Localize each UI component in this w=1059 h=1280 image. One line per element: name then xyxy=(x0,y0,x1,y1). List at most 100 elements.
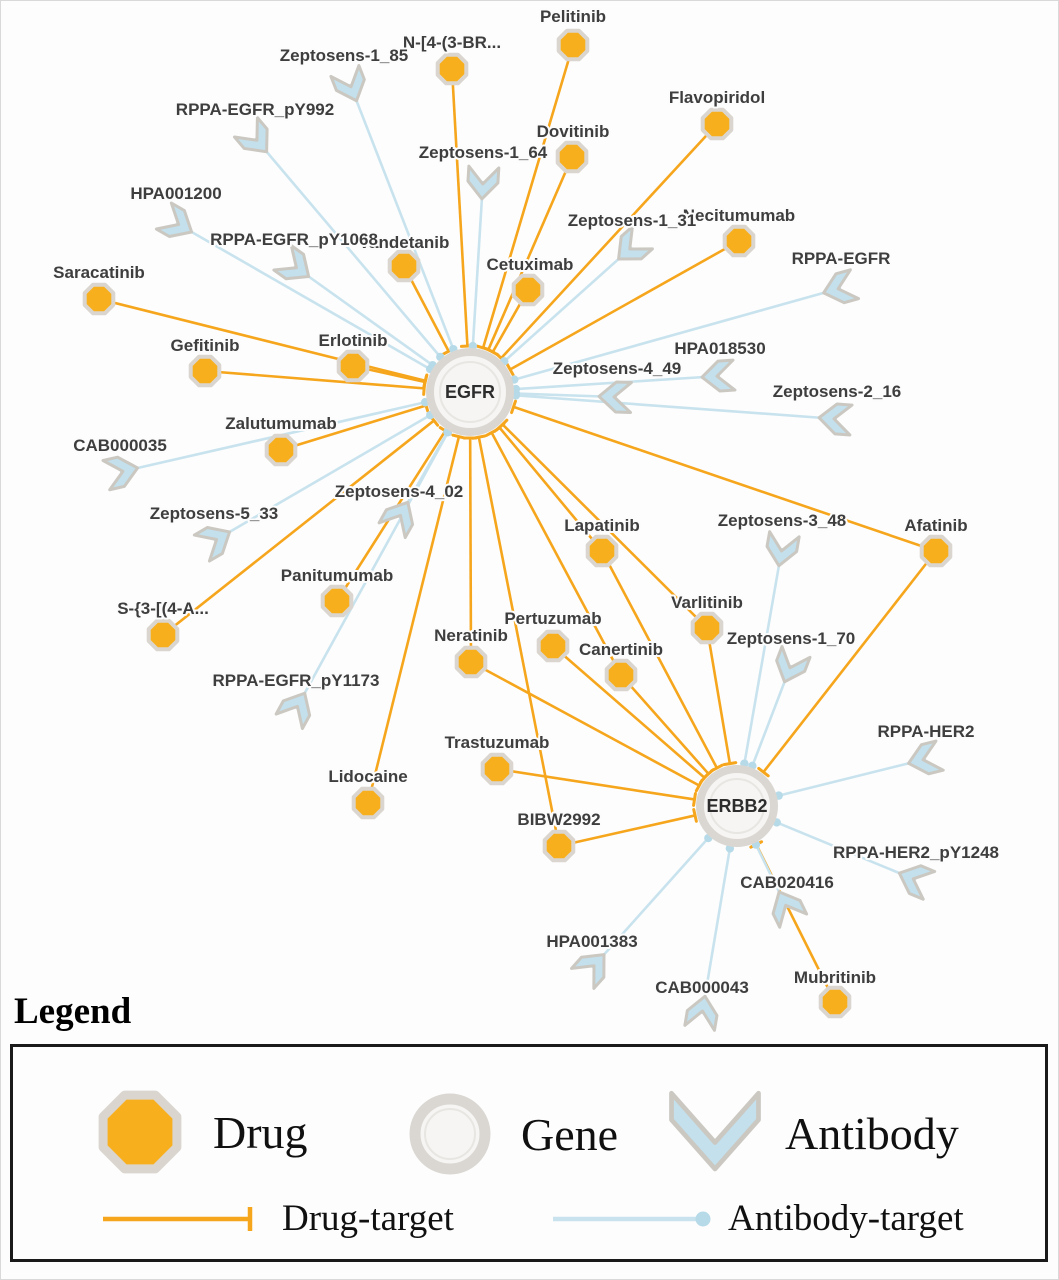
node-label: Trastuzumab xyxy=(445,733,550,752)
drug-target-edge xyxy=(620,674,710,775)
drug-target-edge xyxy=(501,423,708,629)
node-label: Lidocaine xyxy=(328,767,407,786)
antibody-node[interactable] xyxy=(820,268,861,308)
antibody-node[interactable] xyxy=(764,530,801,569)
inhibition-tee xyxy=(722,761,738,767)
drug-node[interactable] xyxy=(542,829,576,863)
node-label: Zeptosens-2_16 xyxy=(773,382,902,401)
gene-inner-ring xyxy=(439,361,501,423)
drug-node[interactable] xyxy=(264,433,298,467)
node-label: N-[4-(3-BR... xyxy=(403,33,501,52)
legend-item-drug: Drug xyxy=(93,1085,308,1179)
antibody-node[interactable] xyxy=(569,945,615,990)
legend-antibody-label: Antibody xyxy=(785,1107,959,1159)
inhibition-tee xyxy=(757,766,770,778)
drug-node[interactable] xyxy=(818,985,852,1019)
drug-node[interactable] xyxy=(146,618,180,652)
antibody-target-edge xyxy=(254,137,442,358)
antibody-chevron xyxy=(907,739,945,776)
antibody-node[interactable] xyxy=(101,453,141,492)
drug-octagon xyxy=(722,224,756,258)
drug-node[interactable] xyxy=(556,28,590,62)
antibody-node[interactable] xyxy=(274,686,318,730)
antibody-chevron xyxy=(771,890,809,929)
antibody-node[interactable] xyxy=(766,885,809,929)
drug-node[interactable] xyxy=(188,354,222,388)
drug-node[interactable] xyxy=(480,752,514,786)
antibody-target-edge xyxy=(293,264,434,367)
drug-target-edge xyxy=(487,156,574,351)
antibody-chevron xyxy=(569,953,606,990)
antibody-node[interactable] xyxy=(700,358,737,393)
drug-node[interactable] xyxy=(387,249,421,283)
node-label: Dovitinib xyxy=(537,122,610,141)
node-label: Canertinib xyxy=(579,640,663,659)
drug-octagon xyxy=(336,349,370,383)
antibody-node[interactable] xyxy=(272,244,317,289)
drug-octagon xyxy=(536,629,570,663)
antibody-node[interactable] xyxy=(329,64,371,107)
antibody-node[interactable] xyxy=(817,402,854,437)
drug-target-edge xyxy=(204,369,425,390)
drug-target-edge xyxy=(705,627,732,764)
gene-node[interactable] xyxy=(696,765,778,847)
drug-edge-icon xyxy=(103,1206,253,1231)
drug-node[interactable] xyxy=(320,584,354,618)
antibody-node[interactable] xyxy=(192,519,237,563)
gene-label: EGFR xyxy=(445,382,495,402)
node-label: Neratinib xyxy=(434,626,508,645)
drug-node[interactable] xyxy=(722,224,756,258)
drug-node[interactable] xyxy=(336,349,370,383)
drug-node[interactable] xyxy=(351,786,385,820)
antibody-node[interactable] xyxy=(771,645,812,688)
drug-target-edge xyxy=(468,437,473,663)
label-layer: EGFRERBB2PelitinibN-[4-(3-BR...Flavopiri… xyxy=(51,5,1001,999)
node-label: Cetuximab xyxy=(487,255,574,274)
drug-node[interactable] xyxy=(536,629,570,663)
drug-target-edge xyxy=(481,44,575,349)
inhibition-tee xyxy=(422,374,428,390)
drug-node[interactable] xyxy=(604,658,638,692)
antibody-target-edge xyxy=(503,246,633,363)
inhibition-tee xyxy=(692,808,698,823)
drug-target-edge xyxy=(366,436,461,804)
drug-node[interactable] xyxy=(555,140,589,174)
drug-node[interactable] xyxy=(919,534,953,568)
antibody-node[interactable] xyxy=(683,994,720,1032)
drug-node[interactable] xyxy=(454,645,488,679)
antibody-target-edge xyxy=(515,394,838,421)
drug-node[interactable] xyxy=(700,107,734,141)
antibody-node[interactable] xyxy=(466,164,501,201)
drug-octagon xyxy=(511,273,545,307)
drug-node[interactable] xyxy=(690,611,724,645)
antibody-node[interactable] xyxy=(905,739,945,778)
drug-node[interactable] xyxy=(511,273,545,307)
edge-layer xyxy=(98,44,938,1015)
antibody-target-edge xyxy=(471,180,485,347)
drug-octagon xyxy=(320,584,354,618)
node-label: Saracatinib xyxy=(53,263,145,282)
drug-node[interactable] xyxy=(585,534,619,568)
antibody-node[interactable] xyxy=(377,495,421,540)
antibody-target-edge xyxy=(175,221,431,371)
node-label: HPA001383 xyxy=(546,932,637,951)
drug-octagon xyxy=(188,354,222,388)
inhibition-tee xyxy=(484,428,499,437)
node-label: Zeptosens-4_49 xyxy=(553,359,682,378)
node-label: HPA001200 xyxy=(130,184,221,203)
antibody-chevron xyxy=(897,864,937,901)
drug-octagon xyxy=(387,249,421,283)
node-label: Zeptosens-5_33 xyxy=(150,504,279,523)
antibody-target-edge xyxy=(513,286,842,381)
antibody-node[interactable] xyxy=(154,201,199,245)
antibody-node[interactable] xyxy=(597,380,633,414)
drug-octagon xyxy=(585,534,619,568)
antibody-node[interactable] xyxy=(233,116,279,162)
node-label: Zalutumumab xyxy=(225,414,336,433)
drug-node[interactable] xyxy=(435,52,469,86)
gene-node[interactable] xyxy=(426,348,514,436)
antibody-node[interactable] xyxy=(609,224,654,270)
node-label: RPPA-HER2 xyxy=(878,722,975,741)
drug-node[interactable] xyxy=(82,282,116,316)
antibody-node[interactable] xyxy=(894,859,937,901)
